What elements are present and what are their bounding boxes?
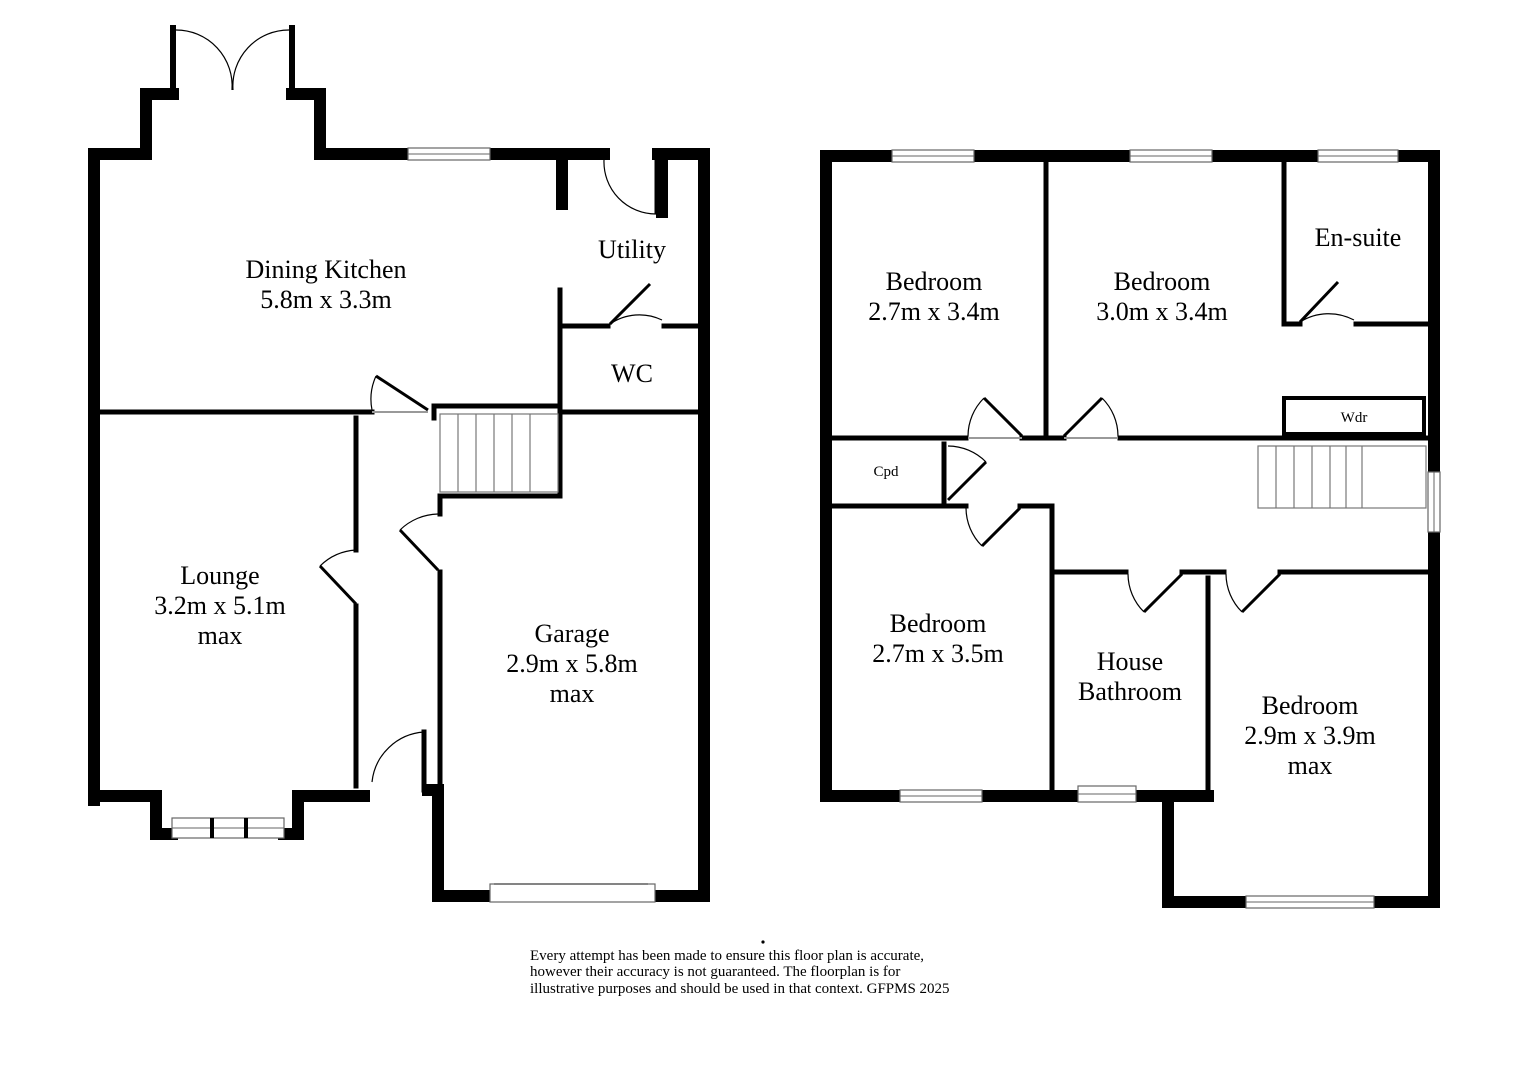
first-floor-doors <box>946 280 1355 614</box>
ground-floor-doors <box>318 159 663 783</box>
dining-kitchen-size: 5.8m x 3.3m <box>260 285 391 314</box>
bathroom-name-line2: Bathroom <box>1078 677 1182 706</box>
bedroom-3-name: Bedroom <box>890 609 987 638</box>
lounge-size: 3.2m x 5.1m <box>154 591 285 620</box>
bedroom-4-size: 2.9m x 3.9m <box>1244 721 1375 750</box>
wc-name: WC <box>611 359 653 388</box>
lounge-name: Lounge <box>180 561 259 590</box>
first-floor-plan: Bedroom 2.7m x 3.4m Bedroom 3.0m x 3.4m … <box>820 149 1441 909</box>
ground-floor-windows <box>171 147 656 903</box>
lounge-note: max <box>198 621 243 650</box>
disclaimer-line-3: illustrative purposes and should be used… <box>530 981 950 997</box>
first-floor-labels: Bedroom 2.7m x 3.4m Bedroom 3.0m x 3.4m … <box>868 223 1401 780</box>
first-floor-stairs <box>1257 445 1427 509</box>
first-floor-interior-walls <box>829 159 1431 795</box>
ground-floor-plan: Dining Kitchen 5.8m x 3.3m Utility WC Lo… <box>88 25 710 903</box>
disclaimer-line-2: however their accuracy is not guaranteed… <box>530 964 900 980</box>
ground-floor-stairs <box>439 413 559 493</box>
bedroom-1-size: 2.7m x 3.4m <box>868 297 999 326</box>
wardrobe-label: Wdr <box>1341 410 1368 426</box>
garage-note: max <box>550 679 595 708</box>
garage-door <box>489 883 656 903</box>
ensuite-name: En-suite <box>1315 223 1402 252</box>
bedroom-2-size: 3.0m x 3.4m <box>1096 297 1227 326</box>
first-floor-windows <box>891 149 1441 909</box>
ground-floor-labels: Dining Kitchen 5.8m x 3.3m Utility WC Lo… <box>154 235 666 708</box>
bedroom-3-size: 2.7m x 3.5m <box>872 639 1003 668</box>
french-door-posts <box>170 25 295 97</box>
disclaimer: Every attempt has been made to ensure th… <box>530 940 950 997</box>
garage-name: Garage <box>534 619 609 648</box>
cupboard-label: Cpd <box>873 464 899 480</box>
ground-floor-outer-walls <box>88 88 710 902</box>
bedroom-4-name: Bedroom <box>1262 691 1359 720</box>
bathroom-name-line1: House <box>1097 647 1163 676</box>
ground-floor-interior-walls <box>97 287 701 793</box>
wardrobe <box>1282 396 1426 436</box>
disclaimer-line-1: Every attempt has been made to ensure th… <box>530 948 924 964</box>
dining-kitchen-name: Dining Kitchen <box>245 255 406 284</box>
bedroom-2-name: Bedroom <box>1114 267 1211 296</box>
bedroom-4-note: max <box>1288 751 1333 780</box>
utility-name: Utility <box>598 235 666 264</box>
french-doors <box>175 29 290 91</box>
bedroom-1-name: Bedroom <box>886 267 983 296</box>
garage-size: 2.9m x 5.8m <box>506 649 637 678</box>
